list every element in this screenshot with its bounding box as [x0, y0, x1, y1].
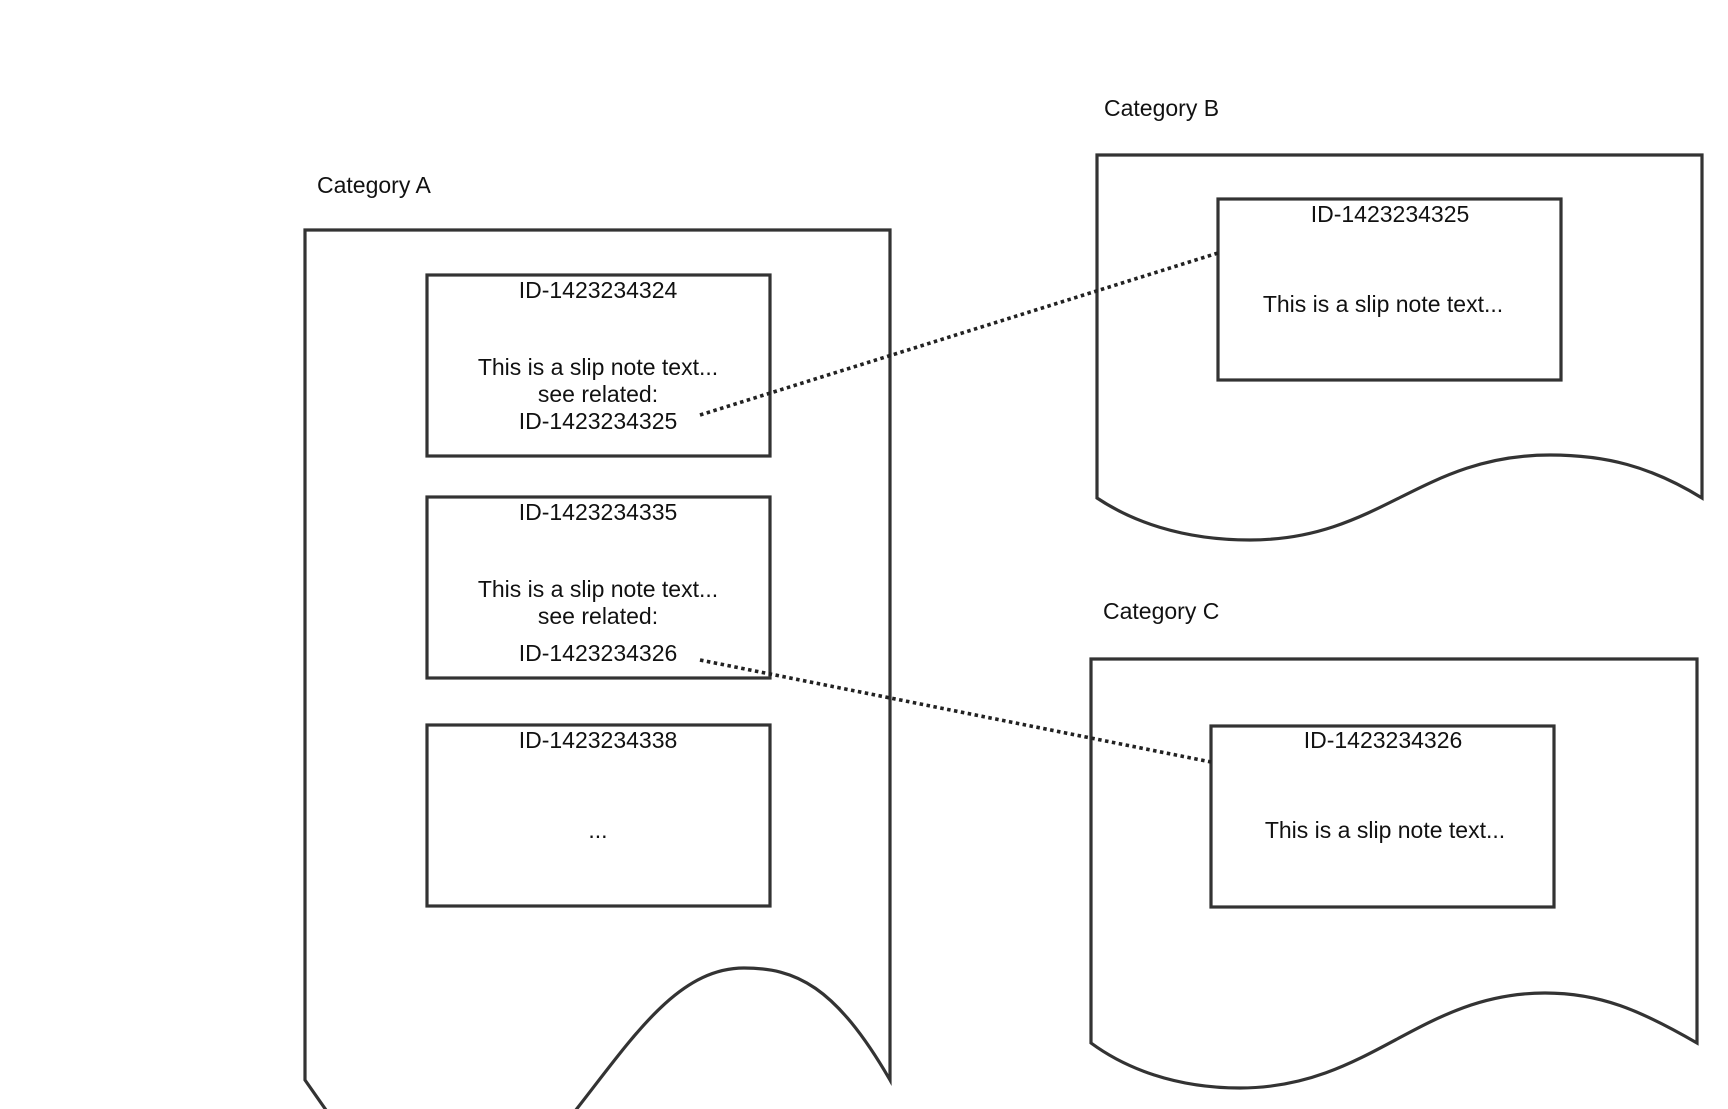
- category-c: Category C ID-1423234326 This is a slip …: [1089, 598, 1699, 1090]
- note-text-line: This is a slip note text...: [1263, 291, 1503, 317]
- note-id: ID-1423234325: [1311, 201, 1470, 227]
- note-id: ID-1423234338: [519, 727, 678, 753]
- note-card-frame: [425, 723, 772, 908]
- note-card[interactable]: ID-1423234335 This is a slip note text..…: [425, 495, 772, 680]
- note-id: ID-1423234324: [519, 277, 678, 303]
- related-note-id: ID-1423234325: [519, 408, 678, 434]
- category-b: Category B ID-1423234325 This is a slip …: [1095, 95, 1704, 542]
- note-card[interactable]: ID-1423234324 This is a slip note text..…: [425, 273, 772, 458]
- note-card[interactable]: ID-1423234338 ...: [425, 723, 772, 908]
- note-card-frame: [425, 273, 772, 458]
- note-text-line: This is a slip note text...: [1265, 817, 1505, 843]
- note-text-line: This is a slip note text...: [478, 354, 718, 380]
- note-id: ID-1423234335: [519, 499, 678, 525]
- note-text-line: see related:: [538, 603, 658, 629]
- note-card-frame: [1209, 724, 1556, 909]
- note-card[interactable]: ID-1423234326 This is a slip note text..…: [1209, 724, 1556, 909]
- note-text-line: ...: [588, 817, 607, 843]
- note-text-line: This is a slip note text...: [478, 576, 718, 602]
- note-text-line: see related:: [538, 381, 658, 407]
- note-card-frame: [425, 495, 772, 680]
- note-id: ID-1423234326: [1304, 727, 1463, 753]
- category-b-label: Category B: [1104, 95, 1219, 121]
- related-note-id: ID-1423234326: [519, 640, 678, 666]
- note-card-frame: [1216, 197, 1563, 382]
- category-a-label: Category A: [317, 172, 431, 198]
- category-a: Category A ID-1423234324 This is a slip …: [303, 172, 892, 1109]
- related-link: [699, 658, 1212, 764]
- note-card[interactable]: ID-1423234325 This is a slip note text..…: [1216, 197, 1563, 382]
- category-c-label: Category C: [1103, 598, 1219, 624]
